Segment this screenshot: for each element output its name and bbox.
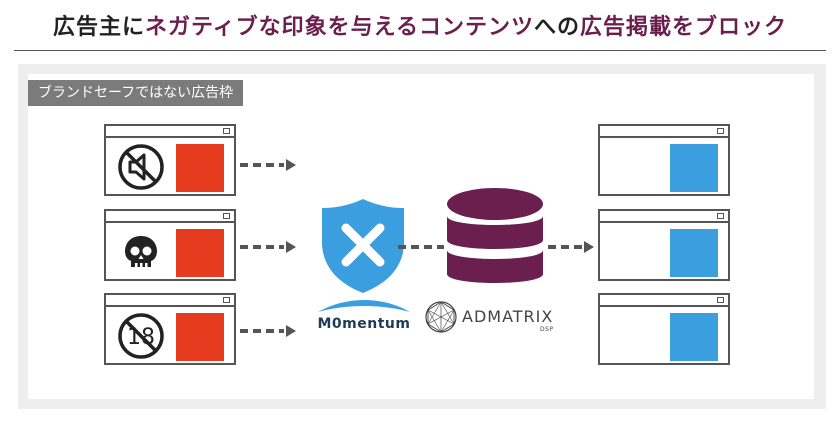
safe-site-window-2 (598, 209, 730, 281)
shield-x-icon (322, 199, 404, 293)
safe-site-window-1 (598, 124, 730, 196)
window-titlebar (600, 211, 728, 223)
safe-ad-slot (670, 144, 718, 192)
connector-line (398, 245, 444, 249)
blocked-ad-slot (176, 229, 224, 277)
title-part-1: 広告主に (52, 14, 145, 40)
window-control-icon (223, 213, 230, 219)
window-titlebar (106, 295, 234, 307)
flow-arrow-output (548, 241, 594, 253)
momentum-logo: M0mentum (317, 316, 411, 332)
flow-arrow-3 (240, 325, 296, 337)
window-titlebar (600, 295, 728, 307)
safe-ad-slot (670, 229, 718, 277)
title-divider (14, 50, 826, 51)
page-title: 広告主にネガティブな印象を与えるコンテンツへの広告掲載をブロック (0, 0, 840, 50)
title-part-3: への (534, 14, 581, 40)
window-control-icon (717, 128, 724, 134)
flow-arrow-1 (240, 159, 296, 171)
unsafe-site-window-3: 18 (104, 293, 236, 365)
blocked-ad-slot (176, 144, 224, 192)
window-titlebar (106, 211, 234, 223)
window-control-icon (223, 297, 230, 303)
safe-site-window-3 (598, 293, 730, 365)
flow-arrow-2 (240, 241, 296, 253)
skull-icon (125, 236, 157, 267)
window-control-icon (223, 128, 230, 134)
admatrix-logo-mark (425, 301, 457, 333)
admatrix-dsp-label: DSP (540, 326, 554, 333)
admatrix-logo: ADMATRIX (462, 307, 554, 326)
window-titlebar (600, 126, 728, 138)
unsafe-inventory-label: ブランドセーフではない広告枠 (28, 80, 244, 106)
window-control-icon (717, 297, 724, 303)
safe-ad-slot (670, 313, 718, 361)
unsafe-site-window-2 (104, 209, 236, 281)
window-control-icon (717, 213, 724, 219)
blocked-ad-slot (176, 313, 224, 361)
database-icon (447, 188, 543, 283)
title-part-4: 広告掲載をブロック (580, 14, 788, 40)
mute-speaker-icon (118, 144, 164, 190)
momentum-logo-swoosh (318, 300, 410, 312)
window-titlebar (106, 126, 234, 138)
unsafe-site-window-1 (104, 124, 236, 196)
title-part-2: ネガティブな印象を与えるコンテンツ (144, 14, 534, 40)
no-under-18-icon: 18 (118, 313, 164, 359)
